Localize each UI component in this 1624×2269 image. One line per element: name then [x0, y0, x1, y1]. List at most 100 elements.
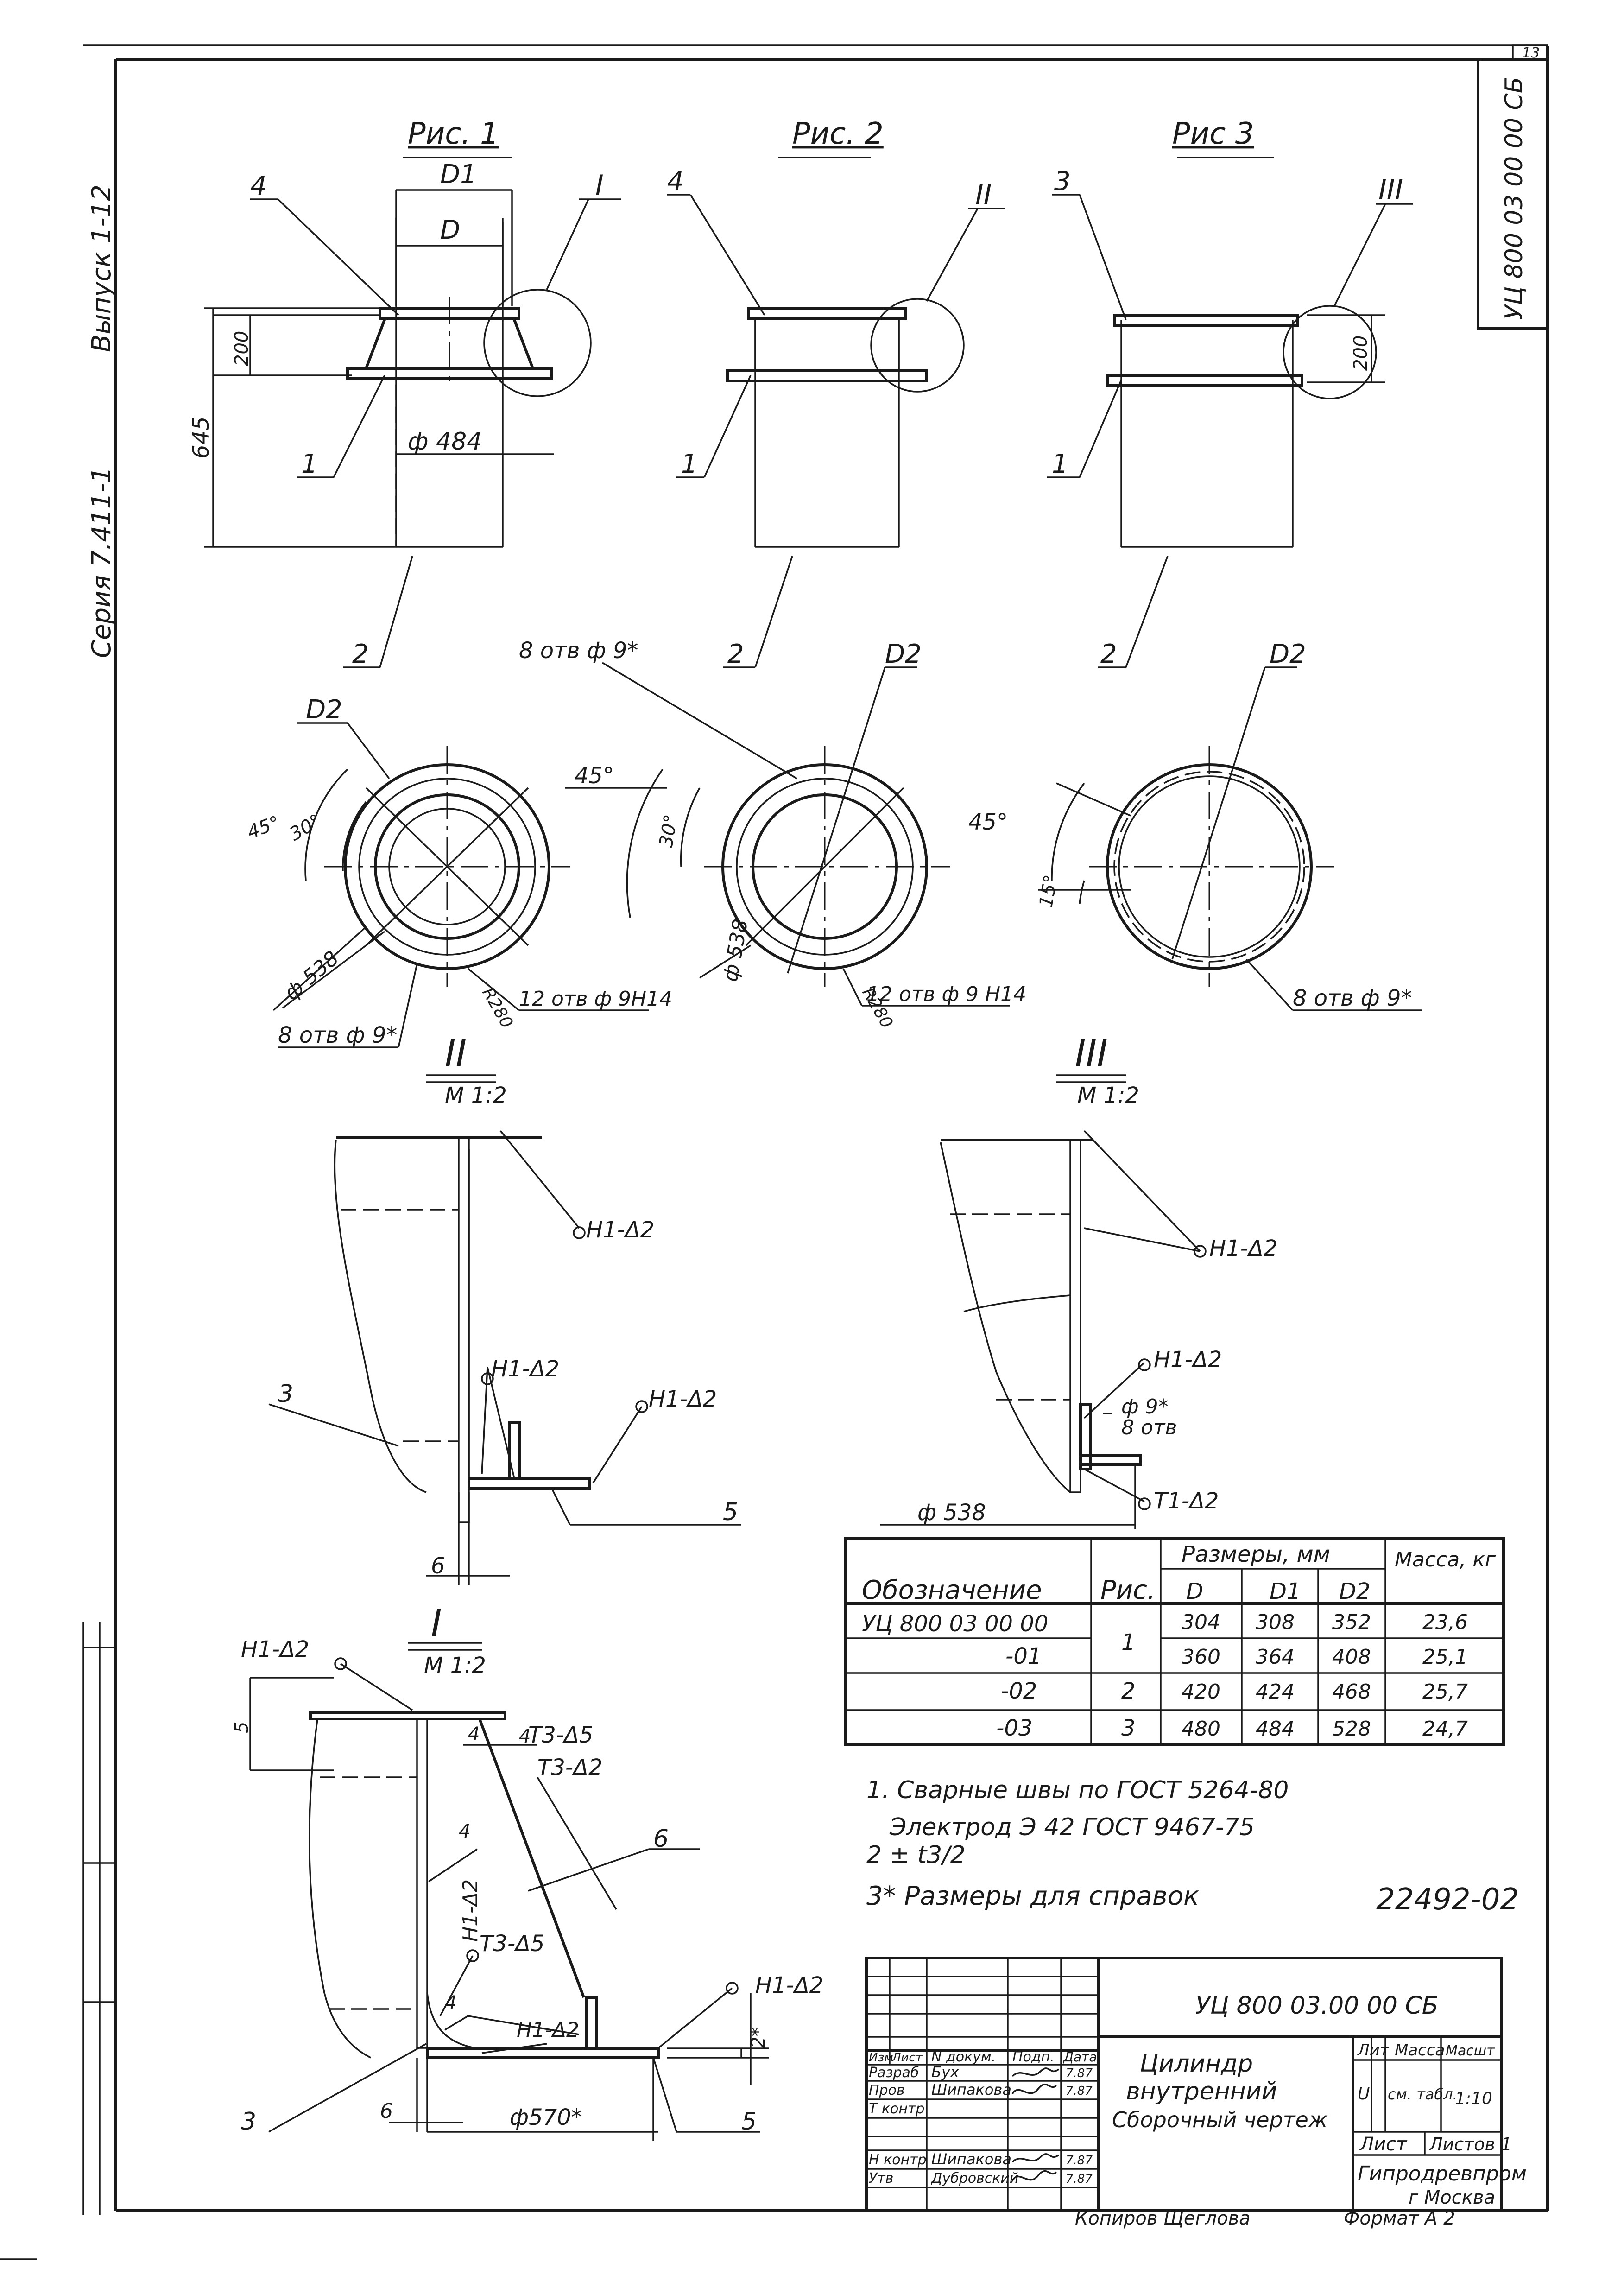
plan1-d2: D2	[306, 695, 342, 725]
fig3-dim-200: 200	[1350, 336, 1371, 371]
tb-lit-label: Лит	[1357, 2041, 1390, 2060]
plan2-holes-top: 8 отв ф 9*	[519, 638, 638, 664]
fig2-pos-2: 2	[727, 639, 744, 669]
plan3-angle-45: 45°	[968, 809, 1008, 835]
tb-name-nkontr: Шипакова	[931, 2150, 1011, 2168]
tb-date-nkontr: 7.87	[1066, 2154, 1093, 2168]
fig1-dim-200: 200	[231, 331, 253, 366]
detail3-dia-538: ф 538	[917, 1500, 986, 1526]
title-name-line2: внутренний	[1126, 2078, 1277, 2105]
table-cell-d2: 408	[1332, 1645, 1371, 1669]
plan3-d2: D2	[1270, 639, 1306, 669]
tb-name-prov: Шипакова	[931, 2081, 1011, 2098]
plan2-dia-538: ф 538	[719, 918, 753, 983]
plan2-angle-45: 45°	[575, 763, 614, 789]
detail1-leg-4b: 4	[519, 1726, 531, 1747]
table-cell-d1: 364	[1256, 1645, 1295, 1669]
table-cell-d1: 424	[1256, 1680, 1295, 1704]
vertical-issue: Выпуск 1-12	[87, 184, 117, 352]
table-cell-d: 420	[1182, 1680, 1220, 1704]
tb-role-razrab: Разраб	[869, 2065, 919, 2081]
table-cell-d: 480	[1182, 1717, 1220, 1741]
tb-date-utv: 7.87	[1066, 2172, 1093, 2186]
note-2: 2 ± t3/2	[866, 1841, 966, 1869]
plan3-holes: 8 отв ф 9*	[1293, 985, 1412, 1011]
detail2-weld-b: Н1-Δ2	[491, 1356, 559, 1382]
fig1-title: Рис. 1	[408, 117, 499, 151]
plan1-angle-45: 45°	[245, 812, 283, 843]
table-header-designation: Обозначение	[862, 1575, 1042, 1605]
tb-role-nkontr: Н контр	[869, 2152, 927, 2168]
title-name-line1: Цилиндр	[1140, 2050, 1253, 2078]
table-cell-d2: 468	[1332, 1680, 1371, 1704]
detail3-title: III	[1075, 1032, 1108, 1075]
detail1-leg-4d: 4	[445, 1992, 456, 2014]
table-cell-mass: 24,7	[1422, 1717, 1468, 1741]
plan2-angle-30: 30°	[656, 813, 682, 849]
detail2-title: II	[445, 1032, 467, 1075]
fig1-detail-ref: I	[595, 169, 604, 202]
vertical-code: УЦ 800 03 00 00 СБ	[1500, 77, 1528, 320]
figure-3	[1047, 157, 1413, 668]
table-header-d: D	[1186, 1578, 1203, 1604]
fig1-pos-2: 2	[352, 639, 369, 669]
detail1-weld-h1-low: Н1-Δ2	[517, 2018, 579, 2042]
table-cell-designation: УЦ 800 03 00 00	[862, 1611, 1048, 1637]
fig1-dim-d: D	[440, 215, 460, 245]
detail3-scale: М 1:2	[1077, 1083, 1139, 1109]
fig3-pos-3: 3	[1054, 166, 1071, 196]
detail-III	[880, 1074, 1207, 1529]
tb-name-razrab: Бух	[931, 2063, 960, 2081]
tb-sheets-label: Листов 1	[1428, 2134, 1512, 2155]
title-block-grid	[865, 1957, 1503, 2212]
fig1-pos-4: 4	[250, 171, 267, 201]
table-cell-d2: 528	[1332, 1717, 1371, 1741]
detail-II	[268, 1074, 741, 1585]
plan-view-3	[1038, 666, 1422, 1011]
detail3-weld-c: Т1-Δ2	[1154, 1488, 1219, 1514]
detail1-weld-t35b: Т3-Δ5	[480, 1931, 545, 1957]
figure-1	[204, 157, 621, 668]
table-row: -01 360 364 408 25,1	[1005, 1643, 1468, 1669]
dimension-table-grid	[844, 1537, 1505, 1746]
table-cell-d1: 308	[1256, 1610, 1295, 1634]
detail1-leg-4c: 4	[459, 1821, 470, 1842]
tb-date-razrab: 7.87	[1066, 2066, 1093, 2080]
tb-signatures	[1011, 2067, 1060, 2181]
tb-role-tkontr: Т контр	[869, 2101, 924, 2117]
tb-mass-label: Масса	[1395, 2041, 1445, 2060]
table-cell-d2: 352	[1332, 1610, 1371, 1634]
plan3-angle-15: 15°	[1036, 873, 1062, 909]
detail3-weld-b: Н1-Δ2	[1154, 1347, 1222, 1373]
fig1-pos-1: 1	[301, 449, 318, 479]
plan2-d2: D2	[885, 639, 922, 669]
table-cell-mass: 25,1	[1422, 1645, 1468, 1669]
tb-col-ndoc: N докум.	[931, 2049, 996, 2065]
detail1-weld-right: Н1-Δ2	[755, 1972, 823, 1998]
note-3: 3* Размеры для справок	[866, 1881, 1199, 1911]
detail1-pos-6: 6	[653, 1825, 669, 1853]
detail3-weld-a: Н1-Δ2	[1209, 1236, 1277, 1261]
tb-col-izm: Изм	[869, 2051, 893, 2065]
vertical-series: Серия 7.411-1	[87, 467, 117, 658]
detail1-pos-5: 5	[741, 2108, 757, 2136]
tb-scale-value: 1:10	[1455, 2089, 1492, 2108]
detail2-pos-3: 3	[278, 1380, 293, 1408]
tb-org-line2: г Москва	[1409, 2187, 1495, 2208]
detail1-dim-570: ф570*	[510, 2104, 582, 2130]
plan-view-1	[272, 722, 649, 1048]
table-cell-designation: -02	[1001, 1678, 1037, 1704]
detail1-pos-3: 3	[241, 2108, 256, 2136]
table-cell-fig: 1	[1121, 1629, 1136, 1655]
fig2-pos-1: 1	[681, 449, 698, 479]
title-doc-code: УЦ 800 03.00 00 СБ	[1195, 1992, 1438, 2020]
detail1-dim-5: 5	[231, 1722, 253, 1733]
fig2-title: Рис. 2	[792, 117, 884, 151]
table-cell-mass: 23,6	[1422, 1610, 1468, 1634]
detail1-leg-4a: 4	[468, 1724, 480, 1745]
fig3-detail-ref: III	[1378, 174, 1403, 206]
detail1-weld-h1-vert: Н1-Δ2	[459, 1879, 482, 1942]
table-cell-d1: 484	[1256, 1717, 1295, 1741]
detail2-scale: М 1:2	[445, 1083, 507, 1109]
